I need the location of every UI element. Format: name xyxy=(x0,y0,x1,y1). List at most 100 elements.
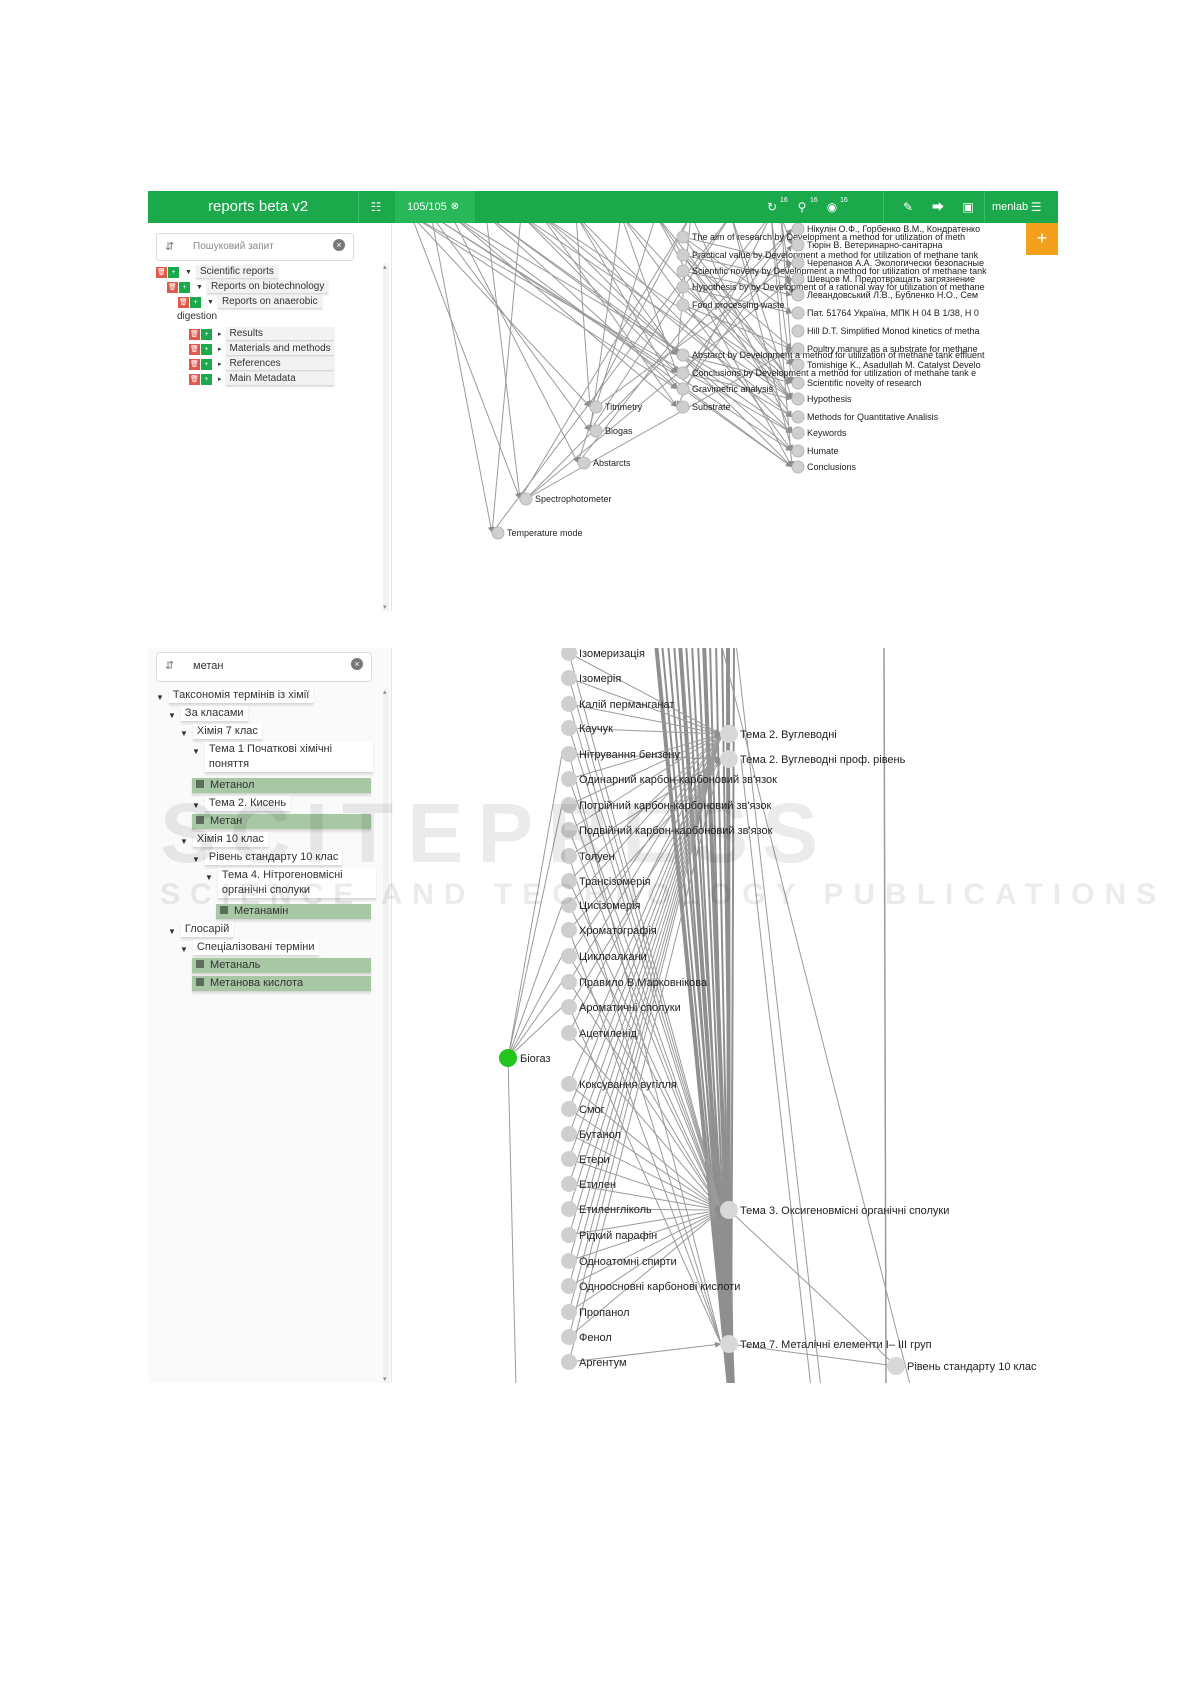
graph-node[interactable] xyxy=(561,720,577,736)
tree-item-scientific-reports[interactable]: 🗑+ ▼ Scientific reports xyxy=(156,265,278,279)
add-icon[interactable]: + xyxy=(168,266,179,278)
graph-node[interactable] xyxy=(561,1304,577,1320)
delete-icon[interactable]: 🗑 xyxy=(189,358,200,370)
node-counter-button[interactable]: 105/105 ⊗ xyxy=(395,191,475,223)
graph-node[interactable] xyxy=(577,456,591,470)
graph-node[interactable] xyxy=(561,1025,577,1041)
sort-icon[interactable]: ⇵ xyxy=(165,660,175,672)
graph-node[interactable] xyxy=(561,897,577,913)
tree-item-materials-methods[interactable]: 🗑+ ▸ Materials and methods xyxy=(189,342,334,356)
scroll-up-icon[interactable]: ▴ xyxy=(383,264,387,271)
graph-node[interactable] xyxy=(561,1278,577,1294)
caret-down-icon[interactable]: ▼ xyxy=(192,801,200,810)
graph-node[interactable] xyxy=(589,400,603,414)
taxonomy-tree-item[interactable]: Метанова кислота xyxy=(192,976,371,992)
sidebar-scrollbar[interactable]: ▴ ▾ xyxy=(383,263,389,611)
graph-node[interactable] xyxy=(561,1253,577,1269)
caret-down-icon[interactable]: ▼ xyxy=(156,693,164,702)
graph-node[interactable] xyxy=(791,324,805,338)
graph-node[interactable] xyxy=(561,922,577,938)
view-button[interactable]: ◉16 xyxy=(824,191,848,223)
graph-node[interactable] xyxy=(561,1227,577,1243)
taxonomy-tree-item[interactable]: ▼Глосарій xyxy=(168,922,234,938)
tree-item-main-metadata[interactable]: 🗑+ ▸ Main Metadata xyxy=(189,372,334,386)
graph-topic-node[interactable] xyxy=(720,1201,738,1219)
graph-node[interactable] xyxy=(676,298,690,312)
caret-right-icon[interactable]: ▸ xyxy=(218,376,222,383)
graph-node[interactable] xyxy=(791,272,805,286)
graph-node[interactable] xyxy=(791,358,805,372)
caret-down-icon[interactable]: ▼ xyxy=(207,298,214,306)
graph-node[interactable] xyxy=(561,1151,577,1167)
graph-node[interactable] xyxy=(561,822,577,838)
taxonomy-tree-item[interactable]: ▼Таксономія термінів із хімії xyxy=(156,688,314,704)
graph-node[interactable] xyxy=(561,1201,577,1217)
add-icon[interactable]: + xyxy=(201,328,212,340)
search-input[interactable]: ⇵ метан × xyxy=(156,652,372,682)
clear-icon[interactable]: × xyxy=(333,239,345,251)
search-zoom-button[interactable]: ⚲16 xyxy=(794,191,818,223)
add-icon[interactable]: + xyxy=(179,281,190,293)
caret-down-icon[interactable]: ▼ xyxy=(185,268,192,276)
add-icon[interactable]: + xyxy=(201,373,212,385)
graph-node[interactable] xyxy=(561,873,577,889)
graph-canvas[interactable]: Object of research Development a method … xyxy=(391,223,1058,611)
graph-node[interactable] xyxy=(589,424,603,438)
caret-right-icon[interactable]: ▸ xyxy=(218,346,222,353)
taxonomy-tree-item[interactable]: ▼Спеціалізовані терміни xyxy=(180,940,319,956)
graph-node[interactable] xyxy=(561,797,577,813)
graph-node[interactable] xyxy=(791,392,805,406)
graph-node[interactable] xyxy=(791,460,805,474)
graph-node[interactable] xyxy=(676,248,690,262)
graph-node[interactable] xyxy=(561,1354,577,1370)
graph-active-node[interactable] xyxy=(499,1049,517,1067)
graph-node[interactable] xyxy=(791,342,805,356)
graph-topic-node[interactable] xyxy=(887,1357,905,1375)
graph-node[interactable] xyxy=(676,366,690,380)
graph-node[interactable] xyxy=(791,376,805,390)
taxonomy-tree-item[interactable]: Метанол xyxy=(192,778,371,794)
taxonomy-tree-item[interactable]: Метанамін xyxy=(216,904,371,920)
graph-node[interactable] xyxy=(561,696,577,712)
graph-node[interactable] xyxy=(676,400,690,414)
search-input[interactable]: ⇵ Пошуковий запит × xyxy=(156,233,354,261)
graph-node[interactable] xyxy=(519,492,533,506)
caret-down-icon[interactable]: ▼ xyxy=(192,747,200,756)
graph-node[interactable] xyxy=(791,444,805,458)
add-icon[interactable]: + xyxy=(201,358,212,370)
caret-down-icon[interactable]: ▼ xyxy=(180,837,188,846)
caret-right-icon[interactable]: ▸ xyxy=(218,331,222,338)
graph-node[interactable] xyxy=(561,948,577,964)
tree-item-results[interactable]: 🗑+ ▸ Results xyxy=(189,327,334,341)
graph-node[interactable] xyxy=(791,410,805,424)
delete-icon[interactable]: 🗑 xyxy=(189,343,200,355)
taxonomy-tree-item[interactable]: ▼Хімія 7 клас xyxy=(180,724,262,740)
edit-button[interactable]: ✎ xyxy=(900,191,916,223)
graph-node[interactable] xyxy=(561,746,577,762)
graph-node[interactable] xyxy=(676,382,690,396)
add-node-button[interactable]: + xyxy=(1026,223,1058,255)
graph-node[interactable] xyxy=(561,848,577,864)
tree-item-reports-biotech[interactable]: 🗑+ ▼ Reports on biotechnology xyxy=(167,280,329,294)
graph-node[interactable] xyxy=(791,306,805,320)
clear-icon[interactable]: × xyxy=(351,658,363,670)
taxonomy-tree-item[interactable]: ▼Хімія 10 клас xyxy=(180,832,268,848)
graph-node[interactable] xyxy=(561,1076,577,1092)
caret-down-icon[interactable]: ▼ xyxy=(168,711,176,720)
taxonomy-tree-item[interactable]: ▼За класами xyxy=(168,706,248,722)
caret-right-icon[interactable]: ▸ xyxy=(218,361,222,368)
graph-node[interactable] xyxy=(561,1126,577,1142)
delete-icon[interactable]: 🗑 xyxy=(189,373,200,385)
taxonomy-tree-item[interactable]: ▼Тема 2. Кисень xyxy=(192,796,291,812)
add-icon[interactable]: + xyxy=(190,296,201,308)
graph-topic-node[interactable] xyxy=(720,750,738,768)
taxonomy-tree-item[interactable]: Метаналь xyxy=(192,958,371,974)
caret-down-icon[interactable]: ▼ xyxy=(192,855,200,864)
caret-down-icon[interactable]: ▼ xyxy=(168,927,176,936)
graph-node[interactable] xyxy=(561,1176,577,1192)
tree-item-references[interactable]: 🗑+ ▸ References xyxy=(189,357,334,371)
graph-node[interactable] xyxy=(491,526,505,540)
graph-topic-node[interactable] xyxy=(720,725,738,743)
sidebar-scrollbar[interactable]: ▴ ▾ xyxy=(383,688,389,1383)
